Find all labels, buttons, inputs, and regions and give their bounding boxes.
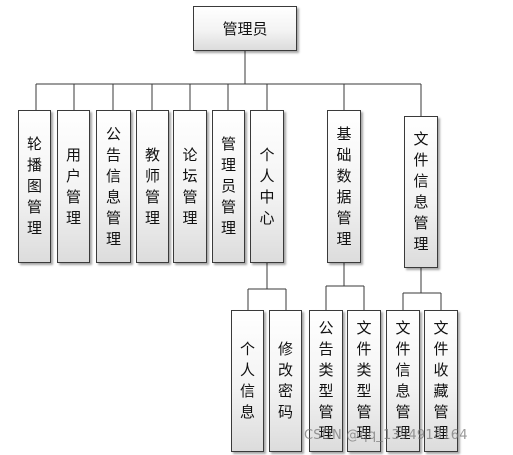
root-label: 管理员: [222, 20, 268, 38]
module-basic-data-management: 基础数据管理: [327, 110, 361, 263]
sub-file-favorites-management: 文件收藏管理: [424, 310, 458, 452]
sub-label: 文件类型管理: [356, 319, 372, 442]
sub-personal-info: 个人信息: [231, 310, 264, 452]
sub-file-info-management: 文件信息管理: [386, 310, 420, 452]
module-teacher-management: 教师管理: [136, 110, 169, 263]
sub-label: 修改密码: [277, 340, 293, 421]
module-label: 基础数据管理: [336, 124, 352, 248]
root-node: 管理员: [193, 6, 297, 51]
module-admin-management: 管理员管理: [212, 110, 245, 263]
module-label: 个人中心: [259, 145, 275, 227]
module-label: 论坛管理: [182, 145, 198, 227]
module-personal-center: 个人中心: [250, 110, 284, 263]
module-user-management: 用户管理: [57, 110, 90, 263]
module-carousel-management: 轮播图管理: [18, 110, 51, 263]
module-label: 文件信息管理: [413, 130, 429, 253]
module-label: 管理员管理: [220, 135, 236, 237]
module-forum-management: 论坛管理: [173, 110, 207, 263]
module-label: 公告信息管理: [105, 124, 121, 248]
sub-file-type-management: 文件类型管理: [347, 310, 381, 452]
module-label: 教师管理: [144, 145, 160, 227]
sub-announcement-type-management: 公告类型管理: [309, 310, 343, 452]
module-announcement-management: 公告信息管理: [96, 110, 131, 263]
sub-change-password: 修改密码: [269, 310, 302, 452]
sub-label: 公告类型管理: [318, 319, 334, 442]
module-file-info-management: 文件信息管理: [404, 116, 438, 268]
watermark-text: CSDN @qq_1394918164: [304, 428, 468, 443]
module-label: 用户管理: [65, 145, 81, 227]
module-label: 轮播图管理: [26, 135, 42, 237]
sub-label: 个人信息: [239, 340, 255, 421]
sub-label: 文件信息管理: [395, 319, 411, 442]
sub-label: 文件收藏管理: [433, 319, 449, 442]
